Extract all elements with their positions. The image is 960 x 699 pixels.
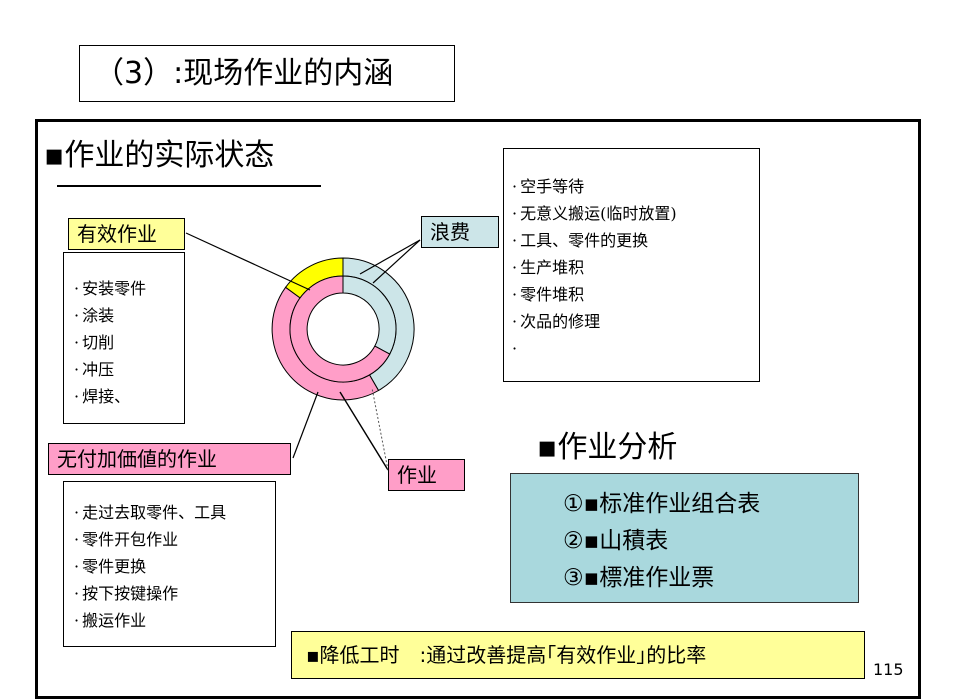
section-heading-actual-state: ▪作业的实际状态: [44, 138, 275, 173]
donut-diagram: [185, 232, 421, 471]
list-item: 搬运作业: [74, 607, 275, 634]
list-item: 安装零件: [74, 275, 184, 302]
list-item: 涂装: [74, 302, 184, 329]
analysis-item: ①▪标准作业组合表: [563, 491, 761, 517]
list-item: [512, 335, 759, 362]
ring-outer-nonvalue: [271, 286, 380, 401]
connector-nonvalue: [292, 391, 319, 459]
analysis-item: ③▪標准作业票: [563, 565, 715, 591]
page-number: 115: [873, 660, 904, 679]
connector-work: [339, 391, 389, 471]
connector-waste-2: [372, 239, 421, 284]
connector-waste-1: [359, 239, 421, 275]
slide-title: （3）:现场作业的内涵: [79, 45, 455, 102]
label-non-value-work: 无付加価値的作业: [48, 443, 291, 475]
effective-work-list: 安装零件 涂装 切削 冲压 焊接、: [63, 252, 185, 424]
label-waste: 浪费: [421, 216, 499, 248]
list-item: 按下按键操作: [74, 580, 275, 607]
list-item: 次品的修理: [512, 308, 759, 335]
bottom-note: ▪降低工时 :通过改善提高｢有效作业｣的比率: [291, 631, 865, 679]
label-effective-work: 有效作业: [68, 218, 185, 250]
ring-inner-work: [289, 275, 391, 383]
connector-work-dotted: [371, 387, 389, 471]
list-item: 零件更换: [74, 553, 275, 580]
analysis-item: ②▪山積表: [563, 528, 669, 554]
section-heading-work-analysis: ▪作业分析: [537, 430, 678, 465]
list-item: 冲压: [74, 356, 184, 383]
list-item: 无意义搬运(临时放置): [512, 200, 759, 227]
list-item: 零件堆积: [512, 281, 759, 308]
label-work: 作业: [388, 459, 465, 491]
waste-list: 空手等待 无意义搬运(临时放置) 工具、零件的更换 生产堆积 零件堆积 次品的修…: [503, 148, 760, 382]
list-item: 生产堆积: [512, 254, 759, 281]
heading-underline: [57, 185, 321, 187]
list-item: 空手等待: [512, 173, 759, 200]
work-analysis-box: ①▪标准作业组合表 ②▪山積表 ③▪標准作业票: [510, 473, 859, 603]
connector-effective: [185, 232, 311, 291]
list-item: 工具、零件的更换: [512, 227, 759, 254]
list-item: 切削: [74, 329, 184, 356]
non-value-work-list: 走过去取零件、工具 零件开包作业 零件更换 按下按键操作 搬运作业: [63, 481, 276, 647]
list-item: 焊接、: [74, 383, 184, 410]
list-item: 走过去取零件、工具: [74, 499, 275, 526]
list-item: 零件开包作业: [74, 526, 275, 553]
